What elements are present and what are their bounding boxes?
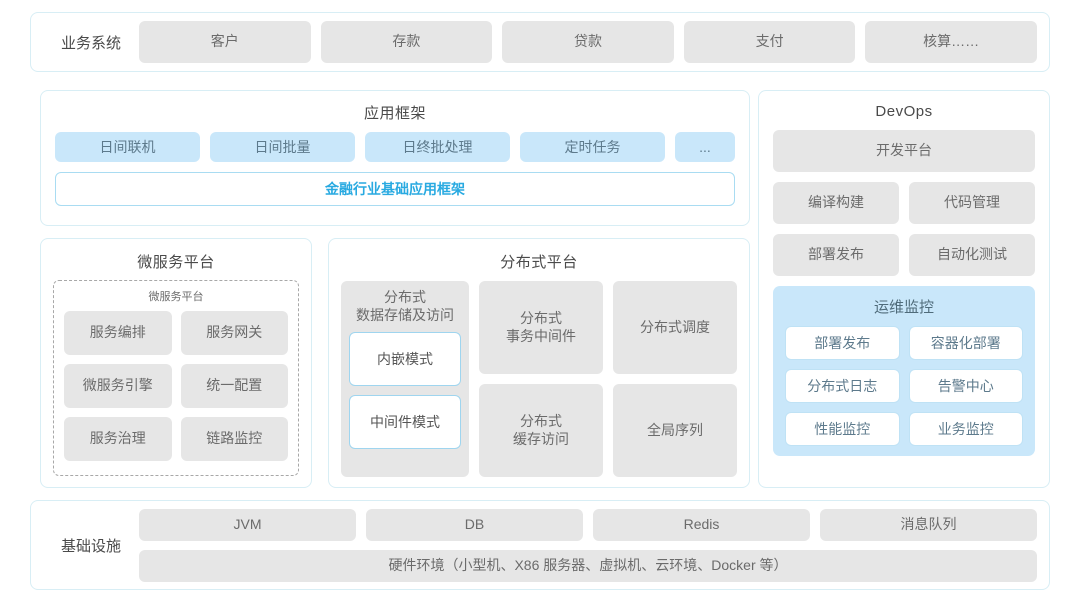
infra-hardware-environment[interactable]: 硬件环境（小型机、X86 服务器、虚拟机、云环境、Docker 等） xyxy=(139,549,1037,582)
microservice-item-unified-config[interactable]: 统一配置 xyxy=(180,364,288,408)
app-chip-more[interactable]: ... xyxy=(675,132,735,162)
storage-mode-embedded[interactable]: 内嵌模式 xyxy=(349,332,461,386)
ops-item-distributed-log[interactable]: 分布式日志 xyxy=(785,369,900,403)
business-system-label: 业务系统 xyxy=(60,34,121,52)
storage-mode-middleware[interactable]: 中间件模式 xyxy=(349,395,461,449)
business-item-payment[interactable]: 支付 xyxy=(683,21,856,63)
app-chip-scheduled-task[interactable]: 定时任务 xyxy=(520,132,665,162)
ops-item-performance-monitoring[interactable]: 性能监控 xyxy=(785,412,900,446)
ops-monitoring-panel: 运维监控 部署发布 容器化部署 分布式日志 告警中心 性能监控 业务监控 xyxy=(773,286,1035,456)
cell-line2: 缓存访问 xyxy=(513,430,569,447)
devops-title: DevOps xyxy=(875,103,933,120)
distributed-cell-transaction-middleware[interactable]: 分布式 事务中间件 xyxy=(479,281,603,374)
distributed-storage-label-line2: 数据存储及访问 xyxy=(356,306,454,323)
devops-item-compile-build[interactable]: 编译构建 xyxy=(773,182,899,224)
distributed-storage-column[interactable]: 分布式 数据存储及访问 内嵌模式 中间件模式 xyxy=(341,281,469,477)
platform-cluster: 应用框架 日间联机 日间批量 日终批处理 定时任务 ... 金融行业基础应用框架… xyxy=(40,90,750,488)
devops-item-automated-test[interactable]: 自动化测试 xyxy=(909,234,1035,276)
business-item-customer[interactable]: 客户 xyxy=(139,21,311,63)
distributed-storage-label-line1: 分布式 xyxy=(384,289,426,305)
ops-item-deploy-release[interactable]: 部署发布 xyxy=(785,326,900,360)
application-framework-chips: 日间联机 日间批量 日终批处理 定时任务 ... xyxy=(55,132,735,162)
app-chip-daytime-batch[interactable]: 日间批量 xyxy=(210,132,355,162)
distributed-cells: 分布式 事务中间件 分布式调度 分布式 缓存访问 全局序列 xyxy=(479,281,737,477)
cell-line2: 事务中间件 xyxy=(506,327,576,344)
app-chip-daytime-online[interactable]: 日间联机 xyxy=(55,132,200,162)
cell-line1: 分布式 xyxy=(520,413,562,429)
ops-item-business-monitoring[interactable]: 业务监控 xyxy=(908,412,1023,446)
distributed-cell-cache-access[interactable]: 分布式 缓存访问 xyxy=(479,384,603,477)
distributed-platform-panel: 分布式平台 分布式 数据存储及访问 内嵌模式 中间件模式 分布式 事务中间件 xyxy=(328,238,750,488)
microservice-item-orchestration[interactable]: 服务编排 xyxy=(64,311,172,355)
microservice-item-gateway[interactable]: 服务网关 xyxy=(180,311,288,355)
business-system-items: 客户 存款 贷款 支付 核算…… xyxy=(139,21,1037,63)
ops-item-container-deploy[interactable]: 容器化部署 xyxy=(908,326,1023,360)
business-item-accounting[interactable]: 核算…… xyxy=(865,21,1037,63)
infra-item-db[interactable]: DB xyxy=(366,508,583,541)
app-chip-eod-batch[interactable]: 日终批处理 xyxy=(365,132,510,162)
infrastructure-row: 基础设施 JVM DB Redis 消息队列 硬件环境（小型机、X86 服务器、… xyxy=(30,500,1050,590)
financial-foundation-framework[interactable]: 金融行业基础应用框架 xyxy=(55,172,735,206)
infrastructure-body: JVM DB Redis 消息队列 硬件环境（小型机、X86 服务器、虚拟机、云… xyxy=(139,508,1037,582)
infra-item-redis[interactable]: Redis xyxy=(593,508,810,541)
application-framework-panel: 应用框架 日间联机 日间批量 日终批处理 定时任务 ... 金融行业基础应用框架 xyxy=(40,90,750,226)
business-system-row: 业务系统 客户 存款 贷款 支付 核算…… xyxy=(30,12,1050,72)
distributed-storage-label: 分布式 数据存储及访问 xyxy=(349,289,461,324)
devops-item-deploy-release[interactable]: 部署发布 xyxy=(773,234,899,276)
devops-dev-platform[interactable]: 开发平台 xyxy=(773,130,1035,172)
infrastructure-items: JVM DB Redis 消息队列 xyxy=(139,508,1037,541)
microservice-item-governance[interactable]: 服务治理 xyxy=(64,417,172,461)
microservice-item-engine[interactable]: 微服务引擎 xyxy=(64,364,172,408)
business-item-deposit[interactable]: 存款 xyxy=(320,21,493,63)
cell-line1: 分布式 xyxy=(520,310,562,326)
devops-items: 编译构建 代码管理 部署发布 自动化测试 xyxy=(773,182,1035,276)
devops-panel: DevOps 开发平台 编译构建 代码管理 部署发布 自动化测试 运维监控 部署… xyxy=(758,90,1050,488)
microservice-inner-box: 微服务平台 服务编排 服务网关 微服务引擎 统一配置 服务治理 链路监控 xyxy=(53,280,299,476)
distributed-platform-title: 分布式平台 xyxy=(500,254,578,271)
infra-item-message-queue[interactable]: 消息队列 xyxy=(820,508,1037,541)
ops-monitoring-items: 部署发布 容器化部署 分布式日志 告警中心 性能监控 业务监控 xyxy=(785,326,1023,446)
ops-item-alert-center[interactable]: 告警中心 xyxy=(908,369,1023,403)
distributed-cell-scheduling[interactable]: 分布式调度 xyxy=(613,281,737,374)
microservice-items: 服务编排 服务网关 微服务引擎 统一配置 服务治理 链路监控 xyxy=(64,311,288,461)
distributed-cell-global-sequence[interactable]: 全局序列 xyxy=(613,384,737,477)
application-framework-title: 应用框架 xyxy=(363,105,426,122)
devops-item-code-management[interactable]: 代码管理 xyxy=(909,182,1035,224)
business-item-loan[interactable]: 贷款 xyxy=(502,21,674,63)
distributed-platform-body: 分布式 数据存储及访问 内嵌模式 中间件模式 分布式 事务中间件 分布式调度 xyxy=(341,281,737,477)
microservice-platform-title: 微服务平台 xyxy=(137,254,215,271)
ops-monitoring-title: 运维监控 xyxy=(873,299,934,316)
infrastructure-label: 基础设施 xyxy=(60,537,121,555)
microservice-platform-panel: 微服务平台 微服务平台 服务编排 服务网关 微服务引擎 统一配置 服务治理 链路… xyxy=(40,238,312,488)
microservice-inner-title: 微服务平台 xyxy=(148,291,204,303)
microservice-item-trace-monitoring[interactable]: 链路监控 xyxy=(180,417,288,461)
infra-item-jvm[interactable]: JVM xyxy=(139,508,356,541)
